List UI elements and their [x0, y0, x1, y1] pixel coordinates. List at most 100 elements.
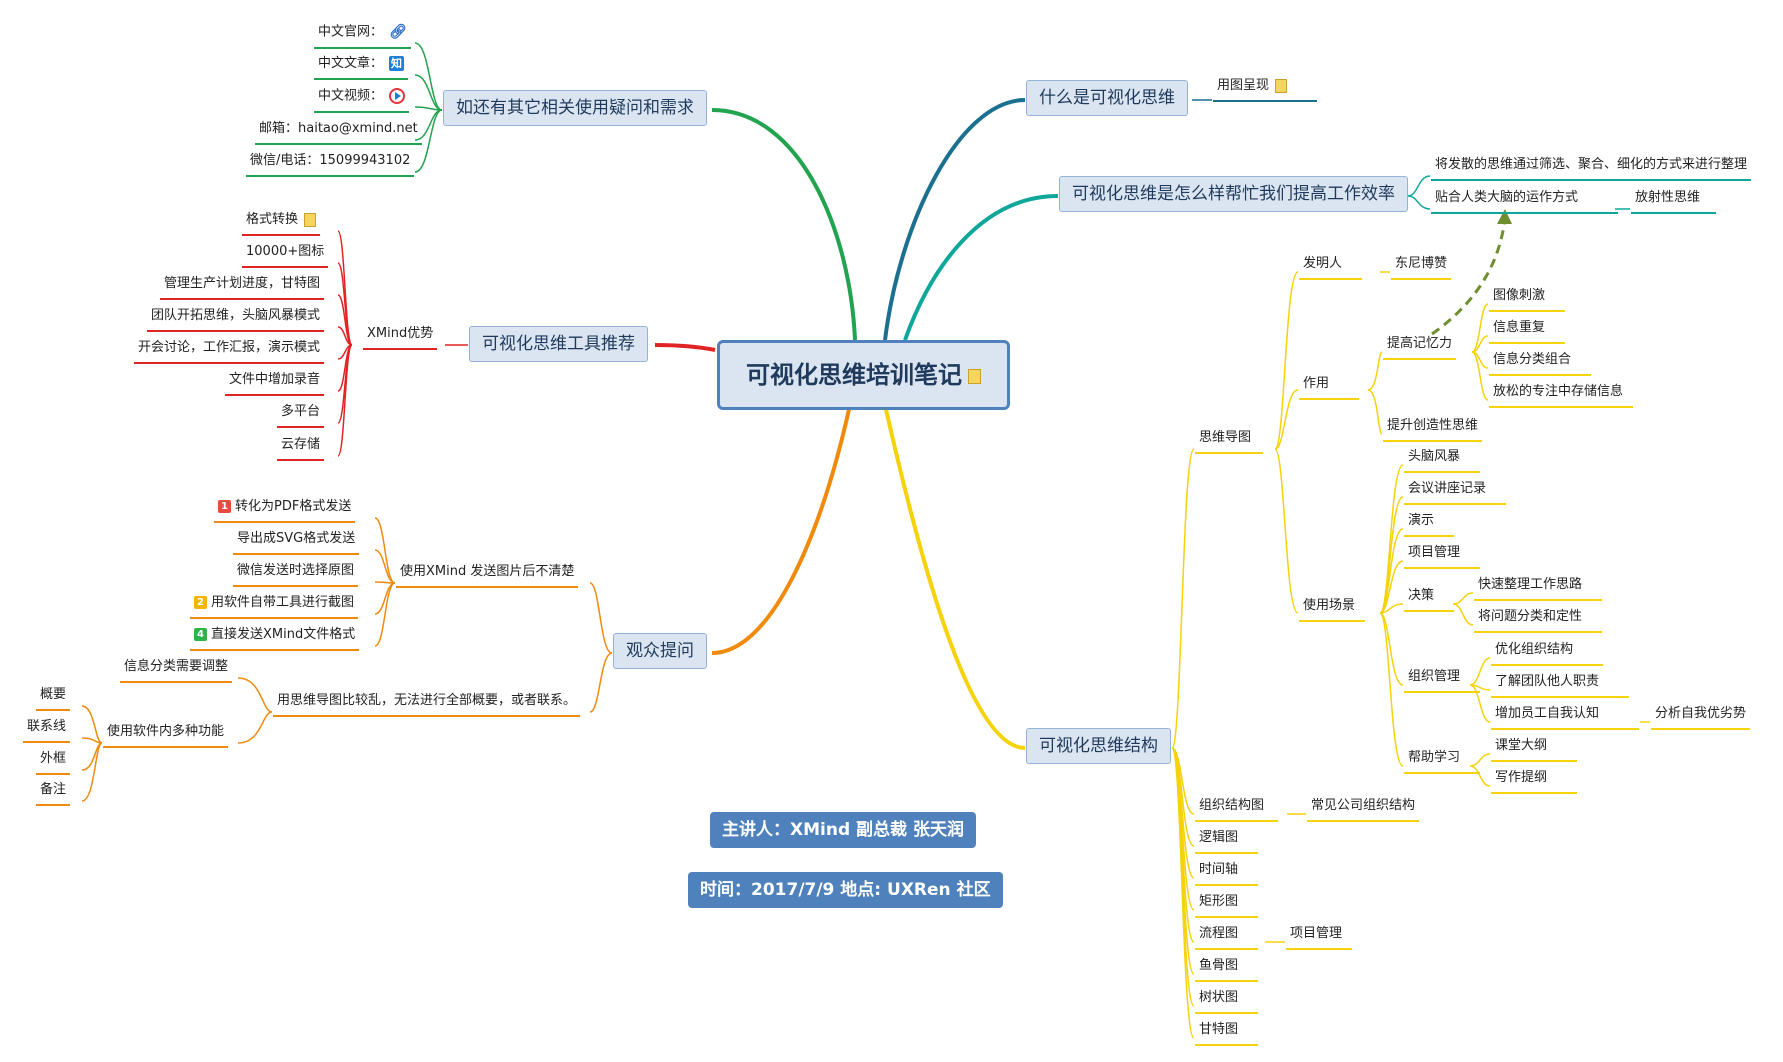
scene-study[interactable]: 帮助学习 [1404, 750, 1481, 774]
structure-flowchart[interactable]: 流程图 [1195, 926, 1259, 950]
branch-what [883, 98, 1026, 341]
study-item[interactable]: 写作提纲 [1491, 770, 1578, 794]
tools-item[interactable]: 文件中增加录音 [225, 372, 325, 396]
qa-question-1[interactable]: 使用XMind 发送图片后不清楚 [396, 564, 579, 588]
contact-email[interactable]: 邮箱：haitao@xmind.net [255, 121, 422, 145]
structure-type[interactable]: 矩形图 [1195, 894, 1259, 918]
decision-item[interactable]: 快速整理工作思路 [1474, 577, 1603, 601]
tools-item[interactable]: 格式转换 [242, 212, 321, 236]
priority-2-icon[interactable]: 2 [194, 596, 207, 609]
contact-connectors [414, 42, 443, 173]
scene-decision[interactable]: 决策 [1404, 588, 1455, 612]
orgchart-child[interactable]: 常见公司组织结构 [1307, 798, 1420, 822]
feature-item[interactable]: 外框 [36, 751, 71, 775]
topic-what-is[interactable]: 什么是可视化思维 [1026, 80, 1188, 116]
tools-item[interactable]: 管理生产计划进度，甘特图 [160, 276, 325, 300]
feature-item[interactable]: 联系线 [23, 719, 71, 743]
tools-item[interactable]: 云存储 [277, 437, 325, 461]
tools-item[interactable]: 多平台 [277, 404, 325, 428]
flowchart-child[interactable]: 项目管理 [1286, 926, 1353, 950]
qa-answer[interactable]: 导出成SVG格式发送 [233, 531, 360, 555]
mindmap-inventor[interactable]: 发明人 [1299, 256, 1363, 280]
memory-item[interactable]: 图像刺激 [1489, 288, 1566, 312]
how-item[interactable]: 将发散的思维通过筛选、聚合、细化的方式来进行整理 [1431, 157, 1752, 181]
topic-how-improve[interactable]: 可视化思维是怎么样帮忙我们提高工作效率 [1059, 176, 1408, 212]
mindmap-memory[interactable]: 提高记忆力 [1383, 336, 1457, 360]
priority-1-icon[interactable]: 1 [218, 500, 231, 513]
note-icon[interactable] [968, 368, 981, 384]
contact-website[interactable]: 中文官网：🔗︎ [314, 24, 411, 49]
structure-type[interactable]: 树状图 [1195, 990, 1259, 1014]
relationship-arrowhead [1497, 209, 1512, 224]
branch-structure [883, 404, 1026, 750]
central-topic-label: 可视化思维培训笔记 [746, 361, 962, 389]
what-child[interactable]: 用图呈现 [1213, 78, 1318, 102]
scene-item[interactable]: 演示 [1404, 513, 1455, 537]
qa-question-2[interactable]: 用思维导图比较乱，无法进行全部概要，或者联系。 [273, 693, 581, 717]
central-topic[interactable]: 可视化思维培训笔记 [717, 340, 1010, 410]
how-item-child[interactable]: 放射性思维 [1631, 190, 1717, 214]
qa-answer[interactable]: 使用软件内多种功能 [103, 724, 229, 748]
org-item[interactable]: 了解团队他人职责 [1491, 674, 1630, 698]
note-icon[interactable] [304, 212, 317, 227]
video-icon[interactable] [389, 88, 406, 104]
tools-item[interactable]: 10000+图标 [242, 244, 329, 268]
mindmap-inventor-name[interactable]: 东尼博赞 [1391, 256, 1452, 280]
what-child-label: 用图呈现 [1217, 78, 1270, 93]
memory-item[interactable]: 信息重复 [1489, 320, 1566, 344]
topic-contact[interactable]: 如还有其它相关使用疑问和需求 [443, 90, 707, 126]
how-connectors [1407, 175, 1630, 210]
memory-item[interactable]: 放松的专注中存储信息 [1489, 384, 1634, 408]
topic-structure[interactable]: 可视化思维结构 [1026, 728, 1171, 764]
tools-item[interactable]: 团队开拓思维，头脑风暴模式 [147, 308, 325, 332]
structure-type[interactable]: 时间轴 [1195, 862, 1259, 886]
org-item-child[interactable]: 分析自我优劣势 [1651, 706, 1751, 730]
contact-phone[interactable]: 微信/电话：15099943102 [246, 153, 415, 177]
topic-tools[interactable]: 可视化思维工具推荐 [469, 326, 648, 362]
structure-type[interactable]: 鱼骨图 [1195, 958, 1259, 982]
mindmap-scenes[interactable]: 使用场景 [1299, 598, 1366, 622]
qa-answer[interactable]: 1 转化为PDF格式发送 [214, 499, 356, 523]
branch-contact [711, 108, 857, 341]
qa-answer-label: 转化为PDF格式发送 [235, 499, 352, 514]
contact-article-label: 中文文章： [318, 56, 384, 71]
topic-audience-qa[interactable]: 观众提问 [613, 633, 707, 669]
branch-qa [711, 404, 852, 655]
mindmap-role[interactable]: 作用 [1299, 376, 1360, 400]
scene-item[interactable]: 项目管理 [1404, 545, 1481, 569]
how-item[interactable]: 贴合人类大脑的运作方式 [1431, 190, 1619, 214]
org-item[interactable]: 增加员工自我认知 [1491, 706, 1640, 730]
contact-article[interactable]: 中文文章： 知 [314, 56, 409, 80]
feature-item[interactable]: 备注 [36, 782, 71, 806]
link-icon[interactable]: 🔗︎ [389, 24, 407, 40]
decision-item[interactable]: 将问题分类和定性 [1474, 609, 1603, 633]
qa-answer[interactable]: 微信发送时选择原图 [233, 563, 359, 587]
structure-connectors [1171, 271, 1650, 1039]
feature-item[interactable]: 概要 [36, 687, 71, 711]
scene-item[interactable]: 会议讲座记录 [1404, 481, 1507, 505]
zhihu-icon[interactable]: 知 [389, 56, 405, 71]
tools-connectors [337, 230, 468, 457]
structure-type[interactable]: 甘特图 [1195, 1022, 1259, 1046]
structure-type[interactable]: 逻辑图 [1195, 830, 1259, 854]
mindmap-creative[interactable]: 提升创造性思维 [1383, 418, 1483, 442]
memory-item[interactable]: 信息分类组合 [1489, 352, 1592, 376]
study-item[interactable]: 课堂大纲 [1491, 738, 1578, 762]
qa-connectors [81, 517, 613, 802]
org-item[interactable]: 优化组织结构 [1491, 642, 1604, 666]
contact-video-label: 中文视频： [318, 88, 384, 104]
priority-4-icon[interactable]: 4 [194, 628, 207, 641]
contact-video[interactable]: 中文视频： [314, 88, 410, 113]
tools-item[interactable]: 开会讨论，工作汇报，演示模式 [134, 340, 325, 364]
structure-mindmap[interactable]: 思维导图 [1195, 430, 1264, 454]
note-icon[interactable] [1275, 78, 1288, 93]
qa-answer[interactable]: 信息分类需要调整 [120, 659, 233, 683]
structure-orgchart[interactable]: 组织结构图 [1195, 798, 1279, 822]
scene-item[interactable]: 头脑风暴 [1404, 449, 1481, 473]
scene-org[interactable]: 组织管理 [1404, 669, 1481, 693]
tools-xmind-advantages[interactable]: XMind优势 [363, 326, 438, 350]
